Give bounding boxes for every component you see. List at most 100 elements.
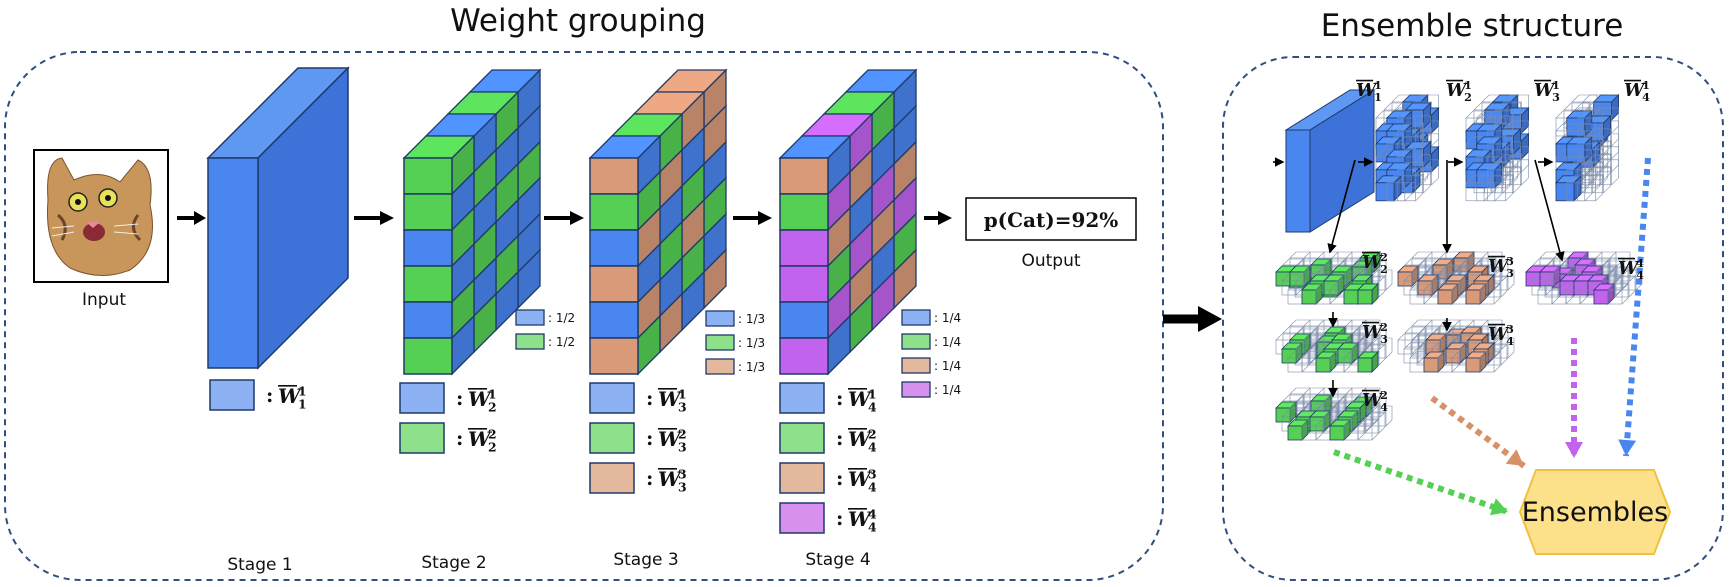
legend-swatch: [399, 422, 445, 454]
svg-text:1: 1: [678, 386, 687, 401]
svg-text:W: W: [278, 384, 303, 408]
legend-colon: :: [646, 386, 653, 410]
svg-text:1: 1: [488, 386, 497, 401]
ensembles-hexagon: [1518, 469, 1672, 555]
svg-text:2: 2: [678, 426, 687, 441]
svg-text:W: W: [468, 387, 493, 411]
svg-text:3: 3: [1506, 255, 1514, 268]
stage-4-volume: [778, 68, 918, 376]
svg-text:2: 2: [1464, 91, 1472, 104]
ratio-label: : 1/3: [738, 360, 765, 374]
stage-label-2: Stage 2: [421, 553, 486, 573]
svg-text:4: 4: [1506, 335, 1514, 348]
svg-text:3: 3: [1506, 323, 1514, 336]
ensemble-label-w4-4: W44: [1618, 257, 1644, 282]
ratio-label: : 1/4: [934, 359, 961, 373]
ensemble-purple-w4-tensor: [1525, 251, 1643, 305]
stage-label-1: Stage 1: [227, 555, 292, 575]
ratio-swatch: [705, 358, 735, 375]
weight-grouping-title: Weight grouping: [450, 3, 706, 39]
weight-label: W34: [848, 466, 877, 495]
stage-label-3: Stage 3: [613, 550, 678, 570]
legend-colon: :: [646, 426, 653, 450]
flow-arrow: [1534, 159, 1565, 262]
svg-text:W: W: [658, 387, 683, 411]
ratio-legend-stage-3: : 1/3: 1/3: 1/3: [705, 310, 765, 375]
stage-2-volume: [402, 68, 542, 376]
weight-label: W33: [658, 466, 687, 495]
svg-text:2: 2: [488, 400, 497, 415]
svg-text:W: W: [848, 467, 873, 491]
svg-text:2: 2: [488, 426, 497, 441]
svg-text:W: W: [1488, 324, 1510, 345]
legend-colon: :: [836, 466, 843, 490]
ensemble-label-w4-3: W34: [1488, 323, 1514, 348]
weight-label: W13: [658, 386, 687, 415]
ensemble-w2-1-tensor: [1375, 94, 1440, 202]
legend-stage-1: :W11: [209, 379, 307, 412]
ratio-label: : 1/2: [548, 311, 575, 325]
svg-text:4: 4: [1636, 269, 1644, 282]
svg-text:W: W: [1534, 80, 1556, 101]
purple-dotted-arrow: [1565, 338, 1583, 458]
weight-label: W22: [468, 426, 497, 455]
legend-swatch: [589, 462, 635, 494]
flow-arrows: [177, 211, 1222, 332]
stage-1-volume: [206, 66, 350, 370]
stage-volumes: [206, 66, 918, 376]
svg-text:3: 3: [1380, 333, 1388, 346]
output-box: [965, 197, 1137, 241]
ensemble-label-w1-1: W11: [1356, 79, 1382, 104]
ensembles-label: Ensembles: [1522, 497, 1668, 528]
legend-swatch: [399, 382, 445, 414]
orange-dotted-arrow: [1430, 395, 1526, 469]
legend-swatch: [589, 422, 635, 454]
ensemble-green-w2-tensor: [1275, 251, 1393, 305]
weight-label: W12: [468, 386, 497, 415]
legend-colon: :: [266, 383, 273, 407]
ratio-label: : 1/2: [548, 335, 575, 349]
svg-text:W: W: [848, 387, 873, 411]
ensemble-w1-block: [1284, 89, 1376, 233]
ensemble-green-w4-tensor: [1275, 387, 1393, 441]
ensemble-label-w4-1: W14: [1624, 79, 1650, 104]
legend-colon: :: [646, 466, 653, 490]
ratio-swatch: [515, 309, 545, 326]
svg-text:W: W: [1362, 252, 1384, 273]
weight-grouping-panel: [4, 51, 1164, 581]
input-label: Input: [82, 290, 126, 310]
svg-text:W: W: [1362, 322, 1384, 343]
legend-colon: :: [836, 426, 843, 450]
svg-text:1: 1: [298, 383, 307, 398]
svg-text:W: W: [1356, 80, 1378, 101]
svg-text:1: 1: [1374, 79, 1382, 92]
svg-text:4: 4: [1380, 401, 1388, 414]
ratio-legend-stage-2: : 1/2 : 1/2: [515, 309, 575, 350]
svg-text:1: 1: [868, 386, 877, 401]
legend-swatch: [779, 462, 825, 494]
svg-text:4: 4: [868, 440, 877, 455]
svg-text:1: 1: [1552, 79, 1560, 92]
ratio-swatch: [705, 310, 735, 327]
output-probability: p(Cat)=92%: [984, 208, 1119, 232]
ensemble-label-w3-2: W23: [1362, 321, 1388, 346]
svg-text:W: W: [1624, 80, 1646, 101]
ensemble-w3-1-tensor: [1465, 94, 1530, 202]
input-cat-image: [33, 149, 169, 283]
blue-dotted-arrow: [1618, 157, 1651, 457]
svg-text:W: W: [848, 507, 873, 531]
ensemble-label-w4-2: W24: [1362, 389, 1388, 414]
svg-text:4: 4: [868, 506, 877, 521]
svg-text:3: 3: [868, 466, 877, 481]
ratio-swatch: [515, 333, 545, 350]
ensemble-w4-1-tensor: [1555, 94, 1620, 202]
legend-stage-2: :W12:W22: [399, 382, 497, 455]
stage-label-4: Stage 4: [805, 550, 870, 570]
svg-text:W: W: [1618, 258, 1640, 279]
svg-text:1: 1: [1642, 79, 1650, 92]
ensemble-green-w3-tensor: [1275, 319, 1393, 373]
svg-text:3: 3: [678, 466, 687, 481]
ratio-swatch: [705, 334, 735, 351]
ratio-swatch: [901, 357, 931, 374]
